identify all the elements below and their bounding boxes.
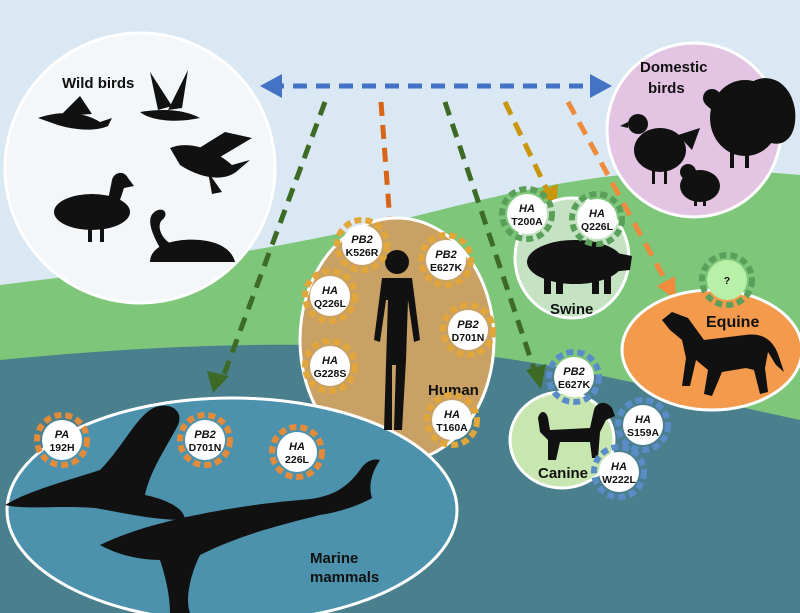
mutation-site: ? bbox=[724, 275, 730, 287]
mutation-site: W222L bbox=[602, 474, 636, 486]
mutation-gene: HA bbox=[289, 441, 305, 453]
mutation-site: D701N bbox=[452, 332, 485, 344]
mutation-site: T200A bbox=[511, 216, 543, 228]
wild-birds-label: Wild birds bbox=[62, 75, 134, 92]
marine-mammals-label-line2: mammals bbox=[310, 569, 379, 586]
mutation-gene: HA bbox=[519, 203, 535, 215]
mutation-site: Q226L bbox=[314, 298, 347, 310]
mutation-site: G228S bbox=[314, 368, 347, 380]
domestic-birds-label-line2: birds bbox=[648, 80, 685, 97]
mutation-gene: PA bbox=[55, 429, 70, 441]
mutation-gene: PB2 bbox=[351, 234, 372, 246]
mutation-site: K526R bbox=[346, 247, 379, 259]
mutation-site: E627K bbox=[430, 262, 463, 274]
equine-label: Equine bbox=[706, 314, 759, 331]
mutation-gene: HA bbox=[322, 355, 338, 367]
marine-mammals-label-line1: Marine bbox=[310, 550, 358, 567]
mutation-site: E627K bbox=[558, 379, 591, 391]
domestic-birds-label-line1: Domestic bbox=[640, 59, 708, 76]
mutation-gene: HA bbox=[322, 285, 338, 297]
mutation-gene: HA bbox=[444, 409, 460, 421]
mutation-gene: PB2 bbox=[457, 319, 478, 331]
mutation-site: T160A bbox=[436, 422, 468, 434]
mutation-gene: HA bbox=[635, 414, 651, 426]
mutation-gene: HA bbox=[589, 208, 605, 220]
mutation-gene: PB2 bbox=[194, 429, 215, 441]
mutation-gene: HA bbox=[611, 461, 627, 473]
mutation-site: Q226L bbox=[581, 221, 614, 233]
mutation-site: 192H bbox=[49, 442, 74, 454]
canine-label: Canine bbox=[538, 465, 588, 482]
mutation-site: 226L bbox=[285, 454, 310, 466]
mutation-site: S159A bbox=[627, 427, 660, 439]
mutation-gene: PB2 bbox=[435, 249, 456, 261]
swine-label: Swine bbox=[550, 301, 593, 318]
human-label: Human bbox=[428, 382, 479, 399]
mutation-gene: PB2 bbox=[563, 366, 584, 378]
mutation-site: D701N bbox=[189, 442, 222, 454]
